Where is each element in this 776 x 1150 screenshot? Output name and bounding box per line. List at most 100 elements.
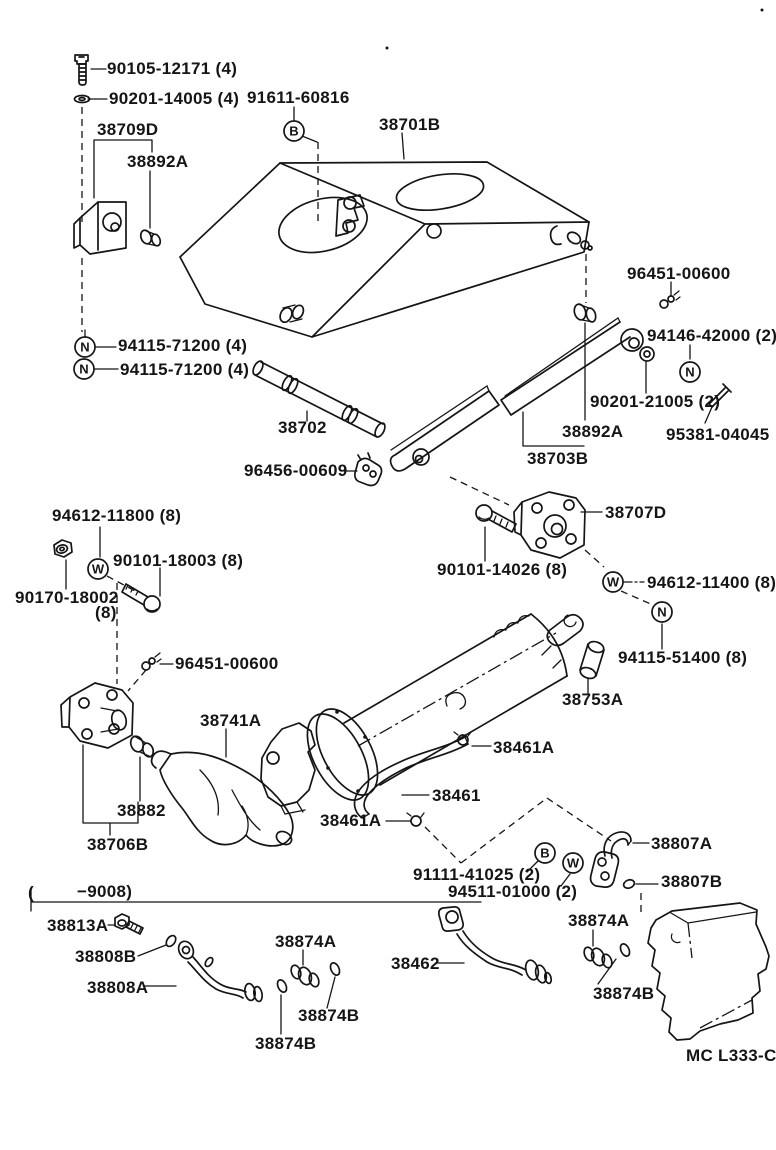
svg-text:W: W bbox=[607, 575, 620, 590]
part-label-38462-45: 38462 bbox=[391, 954, 440, 973]
part-label-38874a-36: 38874A bbox=[568, 911, 629, 930]
part-label-90101-14026-8-17: 90101-14026 (8) bbox=[437, 560, 567, 579]
rod-38702 bbox=[252, 360, 386, 438]
part-label-94511-01000-2-33: 94511-01000 (2) bbox=[448, 882, 577, 901]
fastener-symbol-n-6: N bbox=[651, 601, 673, 623]
oring-38808b-icon bbox=[165, 934, 177, 948]
part-label-95381-04045-9: 95381-04045 bbox=[666, 425, 770, 444]
part-label-96451-00600-24: 96451-00600 bbox=[175, 654, 279, 673]
part-label-38808a-41: 38808A bbox=[87, 978, 148, 997]
cylinder-assembly bbox=[260, 613, 584, 815]
svg-text:W: W bbox=[92, 562, 105, 577]
svg-text:B: B bbox=[540, 846, 549, 861]
part-label-90101-18003-8-21: 90101-18003 (8) bbox=[113, 551, 243, 570]
part-label-38874b-43: 38874B bbox=[298, 1006, 359, 1025]
svg-text:N: N bbox=[79, 362, 88, 377]
part-label-38892a-4: 38892A bbox=[127, 152, 188, 171]
pipe-38808a bbox=[177, 940, 263, 1003]
part-label-mc-l333-c-47: MC L333-C bbox=[686, 1046, 776, 1065]
bushing-38892a-left-icon bbox=[139, 229, 162, 247]
bracket-38706b bbox=[60, 682, 134, 749]
leader-lines bbox=[65, 68, 713, 1035]
part-label-38874b-44: 38874B bbox=[255, 1034, 316, 1053]
nut-90170-icon bbox=[53, 539, 73, 558]
bolt-90105-icon bbox=[74, 54, 89, 86]
washer-90201-21005-icon bbox=[639, 346, 655, 362]
part-label-91111-41025-2-32: 91111-41025 (2) bbox=[413, 865, 540, 884]
part-label-38461-30: 38461 bbox=[432, 786, 481, 805]
part-label-94115-51400-8-19: 94115-51400 (8) bbox=[618, 648, 747, 667]
fastener-symbol-n-1: N bbox=[74, 336, 96, 358]
fastener-symbol-b-0: B bbox=[283, 120, 305, 142]
part-label-90170-18002-22: 90170-18002 bbox=[15, 588, 119, 607]
fastener-symbol-w-5: W bbox=[602, 571, 624, 593]
bushing-38892a-right-icon bbox=[573, 303, 597, 323]
fastener-symbol-w-8: W bbox=[562, 852, 584, 874]
part-label-38461a-29: 38461A bbox=[493, 738, 554, 757]
part-label-38461a-31: 38461A bbox=[320, 811, 381, 830]
fastener-symbol-n-3: N bbox=[679, 361, 701, 383]
clamp-38461a-lower-icon bbox=[406, 812, 425, 827]
fastener-symbol-n-2: N bbox=[73, 358, 95, 380]
bracket-38709d bbox=[73, 201, 127, 255]
oring-38807b-icon bbox=[622, 878, 636, 890]
svg-text:N: N bbox=[685, 365, 694, 380]
washer-90201-icon bbox=[73, 94, 91, 104]
union-38874a-left-icon bbox=[290, 964, 320, 988]
part-label-90105-12171-4-0: 90105-12171 (4) bbox=[107, 59, 237, 78]
boot-38741a bbox=[150, 750, 294, 847]
dashed-assembly-lines bbox=[81, 107, 654, 917]
oring-38874b-a-icon bbox=[329, 962, 341, 976]
pipe-38462 bbox=[437, 906, 553, 985]
oring-38874b-right-icon bbox=[619, 943, 631, 957]
bolt-90101-14026-icon bbox=[475, 504, 517, 533]
bolt-90101-18003-icon bbox=[121, 583, 161, 613]
cover-38701b bbox=[179, 161, 593, 338]
fastener-symbol-w-4: W bbox=[87, 558, 109, 580]
part-labels: 90105-12171 (4)90201-14005 (4)91611-6081… bbox=[15, 59, 776, 1065]
part-label-38702-14: 38702 bbox=[278, 418, 327, 437]
part-label-38874b-46: 38874B bbox=[593, 984, 654, 1003]
part-label-38707d-16: 38707D bbox=[605, 503, 666, 522]
part-label-91611-60816-2: 91611-60816 bbox=[247, 88, 350, 107]
part-label-94612-11800-8-20: 94612-11800 (8) bbox=[52, 506, 181, 525]
fastener-symbol-b-7: B bbox=[534, 842, 556, 864]
part-label-38701b-5: 38701B bbox=[379, 115, 440, 134]
svg-text:N: N bbox=[657, 605, 666, 620]
sleeve-38753a-icon bbox=[579, 640, 605, 680]
part-label-90201-21005-2-8: 90201-21005 (2) bbox=[590, 392, 720, 411]
clip-96456-icon bbox=[354, 452, 383, 487]
part-label-38874a-42: 38874A bbox=[275, 932, 336, 951]
svg-text:W: W bbox=[567, 856, 580, 871]
part-label-94115-71200-4-12: 94115-71200 (4) bbox=[118, 336, 247, 355]
part-label-8-23: (8) bbox=[95, 603, 117, 622]
part-label-38807b-35: 38807B bbox=[661, 872, 722, 891]
union-38874a-right-icon bbox=[583, 946, 613, 969]
part-label-38882-26: 38882 bbox=[117, 801, 166, 820]
screw-96451-right-icon bbox=[659, 290, 681, 309]
part-label-96451-00600-6: 96451-00600 bbox=[627, 264, 731, 283]
part-label--37: ( bbox=[28, 883, 34, 902]
scan-specks bbox=[385, 8, 764, 50]
part-label-38741a-25: 38741A bbox=[200, 711, 261, 730]
part-label-94115-71200-4-13: 94115-71200 (4) bbox=[120, 360, 249, 379]
part-label-9008-38: −9008) bbox=[77, 882, 132, 901]
part-label-38807a-34: 38807A bbox=[651, 834, 712, 853]
oring-38874b-b-icon bbox=[276, 979, 288, 993]
part-label-96456-00609-15: 96456-00609 bbox=[244, 461, 348, 480]
bushing-38882-icon bbox=[129, 735, 155, 758]
svg-text:B: B bbox=[289, 124, 298, 139]
part-label-94612-11400-8-18: 94612-11400 (8) bbox=[647, 573, 776, 592]
bolt-38813a-icon bbox=[114, 913, 144, 935]
bracket-38707d bbox=[513, 491, 586, 559]
production-range-rule bbox=[30, 888, 482, 912]
part-label-38709d-3: 38709D bbox=[97, 120, 158, 139]
part-label-38753a-28: 38753A bbox=[562, 690, 623, 709]
part-label-38892a-10: 38892A bbox=[562, 422, 623, 441]
part-label-38813a-39: 38813A bbox=[47, 916, 108, 935]
part-label-38703b-11: 38703B bbox=[527, 449, 588, 468]
screw-96451-left-icon bbox=[141, 652, 162, 671]
part-label-94146-42000-2-7: 94146-42000 (2) bbox=[647, 326, 776, 345]
